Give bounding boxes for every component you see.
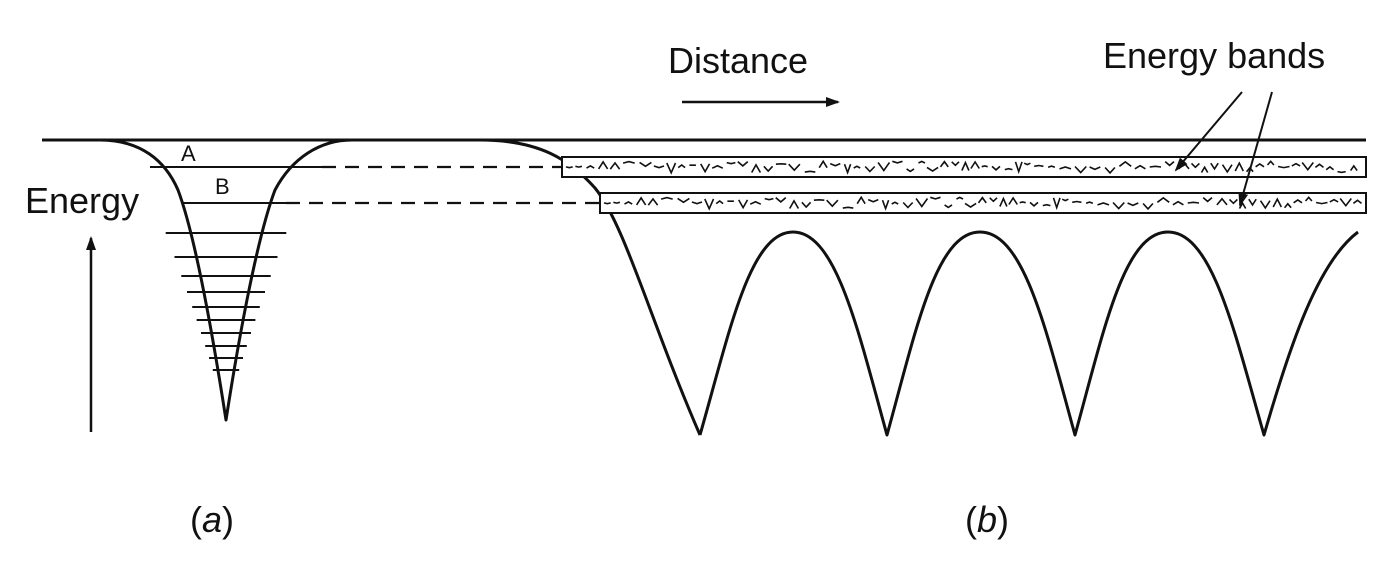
panel-a-label: (a) bbox=[190, 499, 234, 540]
upper-energy-band bbox=[561, 156, 1367, 178]
isolated-atom-well-curve bbox=[42, 138, 702, 436]
energy-bands-pointer-upper bbox=[1174, 91, 1243, 172]
panel-b-label: (b) bbox=[965, 499, 1009, 540]
energy-bands-pointer-lower bbox=[1238, 91, 1273, 207]
distance-label: Distance bbox=[668, 40, 808, 81]
crystal-potential-curve bbox=[698, 230, 1359, 437]
energy-axis-label: Energy bbox=[25, 180, 139, 221]
lower-energy-band bbox=[599, 192, 1367, 214]
level-b-label: B bbox=[215, 174, 230, 199]
energy-bands-label: Energy bands bbox=[1103, 35, 1325, 76]
atomic-energy-levels bbox=[150, 166, 322, 371]
level-a-label: A bbox=[181, 141, 196, 166]
